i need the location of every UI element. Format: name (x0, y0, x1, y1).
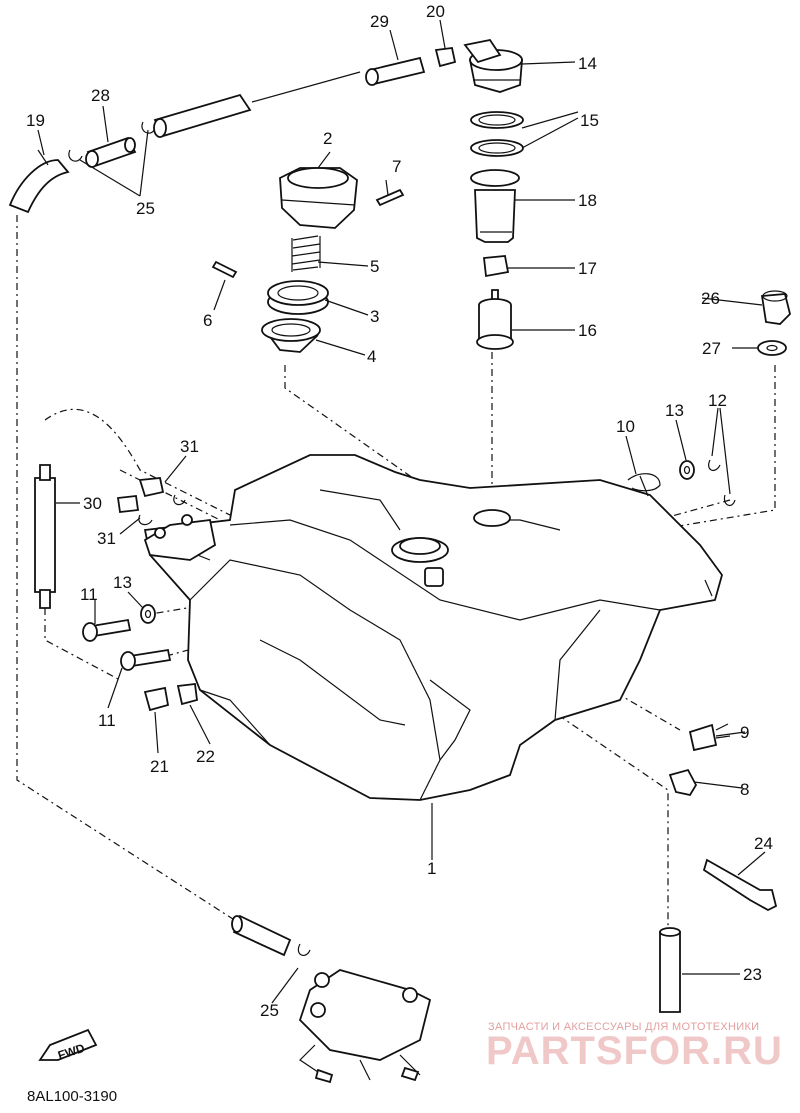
callout-28: 28 (91, 86, 110, 105)
callout-31-top: 31 (180, 437, 199, 456)
clamp-20 (434, 47, 457, 68)
hose-long (153, 93, 252, 138)
clamp-22 (176, 683, 198, 706)
watermark-logo: PARTSFOR.RU (486, 1029, 783, 1073)
hose-29 (365, 56, 426, 86)
callout-20: 20 (426, 2, 445, 21)
callout-2: 2 (323, 129, 332, 148)
cap-nut (760, 290, 791, 325)
callout-11-upper: 11 (80, 585, 98, 604)
callout-4: 4 (367, 347, 376, 366)
callout-21: 21 (150, 757, 169, 776)
watermark-tagline: ЗАПЧАСТИ И АКСЕССУАРЫ ДЛЯ МОТОТЕХНИКИ (488, 1021, 759, 1033)
hose-bottom (231, 914, 292, 957)
pins (211, 188, 405, 279)
callout-7: 7 (392, 157, 401, 176)
joint-28 (85, 136, 137, 168)
fuel-strainer-body (470, 169, 520, 243)
callout-19: 19 (26, 111, 45, 130)
callout-26: 26 (701, 289, 720, 308)
clip-25-bottom (297, 943, 311, 956)
seal-rings (470, 111, 524, 157)
fuel-filter (476, 289, 514, 350)
callout-31-bottom: 31 (97, 529, 116, 548)
band-24 (702, 858, 778, 912)
clips-31 (116, 477, 186, 526)
washer-13-left (140, 604, 156, 624)
callout-15: 15 (580, 111, 599, 130)
callout-25-top: 25 (136, 199, 155, 218)
clips-12 (708, 459, 736, 507)
callout-13-right: 13 (665, 401, 684, 420)
callout-17: 17 (578, 259, 597, 278)
cap-8 (668, 768, 698, 797)
callout-11-lower: 11 (98, 711, 116, 730)
callout-9: 9 (740, 723, 749, 742)
callout-labels: 2 7 5 3 4 6 14 15 18 17 16 26 27 10 13 1… (26, 2, 773, 1020)
callout-24: 24 (754, 834, 773, 853)
leader-lines (37, 19, 766, 1004)
washer-27 (757, 340, 787, 356)
callout-22: 22 (196, 747, 215, 766)
bolt-11-upper (82, 618, 132, 642)
callout-16: 16 (578, 321, 597, 340)
spring (291, 235, 321, 272)
filler-cap (279, 167, 358, 229)
breather-hose-19 (8, 149, 70, 214)
diagram-code: 8AL100-3190 (27, 1088, 117, 1105)
tube-30 (34, 464, 56, 609)
callout-1: 1 (427, 859, 436, 878)
hose-clip-10 (627, 473, 661, 497)
damper-21 (143, 686, 170, 712)
bolt-11-lower (120, 648, 172, 671)
fuel-tank (143, 454, 723, 801)
callout-30: 30 (83, 494, 102, 513)
filler-neck-gasket (261, 318, 321, 353)
callout-12: 12 (708, 391, 727, 410)
callout-14: 14 (578, 54, 597, 73)
small-clamp (483, 255, 510, 278)
hose-23 (659, 927, 681, 1013)
callout-29: 29 (370, 12, 389, 31)
callout-3: 3 (370, 307, 379, 326)
fuel-pump (298, 969, 432, 1084)
callout-5: 5 (370, 257, 379, 276)
callout-13-left: 13 (113, 573, 132, 592)
forward-arrow: FWD (38, 1028, 98, 1063)
callout-23: 23 (743, 965, 762, 984)
clip-9 (688, 723, 731, 752)
filler-seal (267, 280, 329, 315)
callout-27: 27 (702, 339, 721, 358)
callout-6: 6 (203, 311, 212, 330)
callout-10: 10 (616, 417, 635, 436)
fuel-cock-head (463, 38, 523, 93)
callout-25-bottom: 25 (260, 1001, 279, 1020)
callout-18: 18 (578, 191, 597, 210)
washer-13-right (679, 460, 695, 480)
callout-8: 8 (740, 780, 749, 799)
